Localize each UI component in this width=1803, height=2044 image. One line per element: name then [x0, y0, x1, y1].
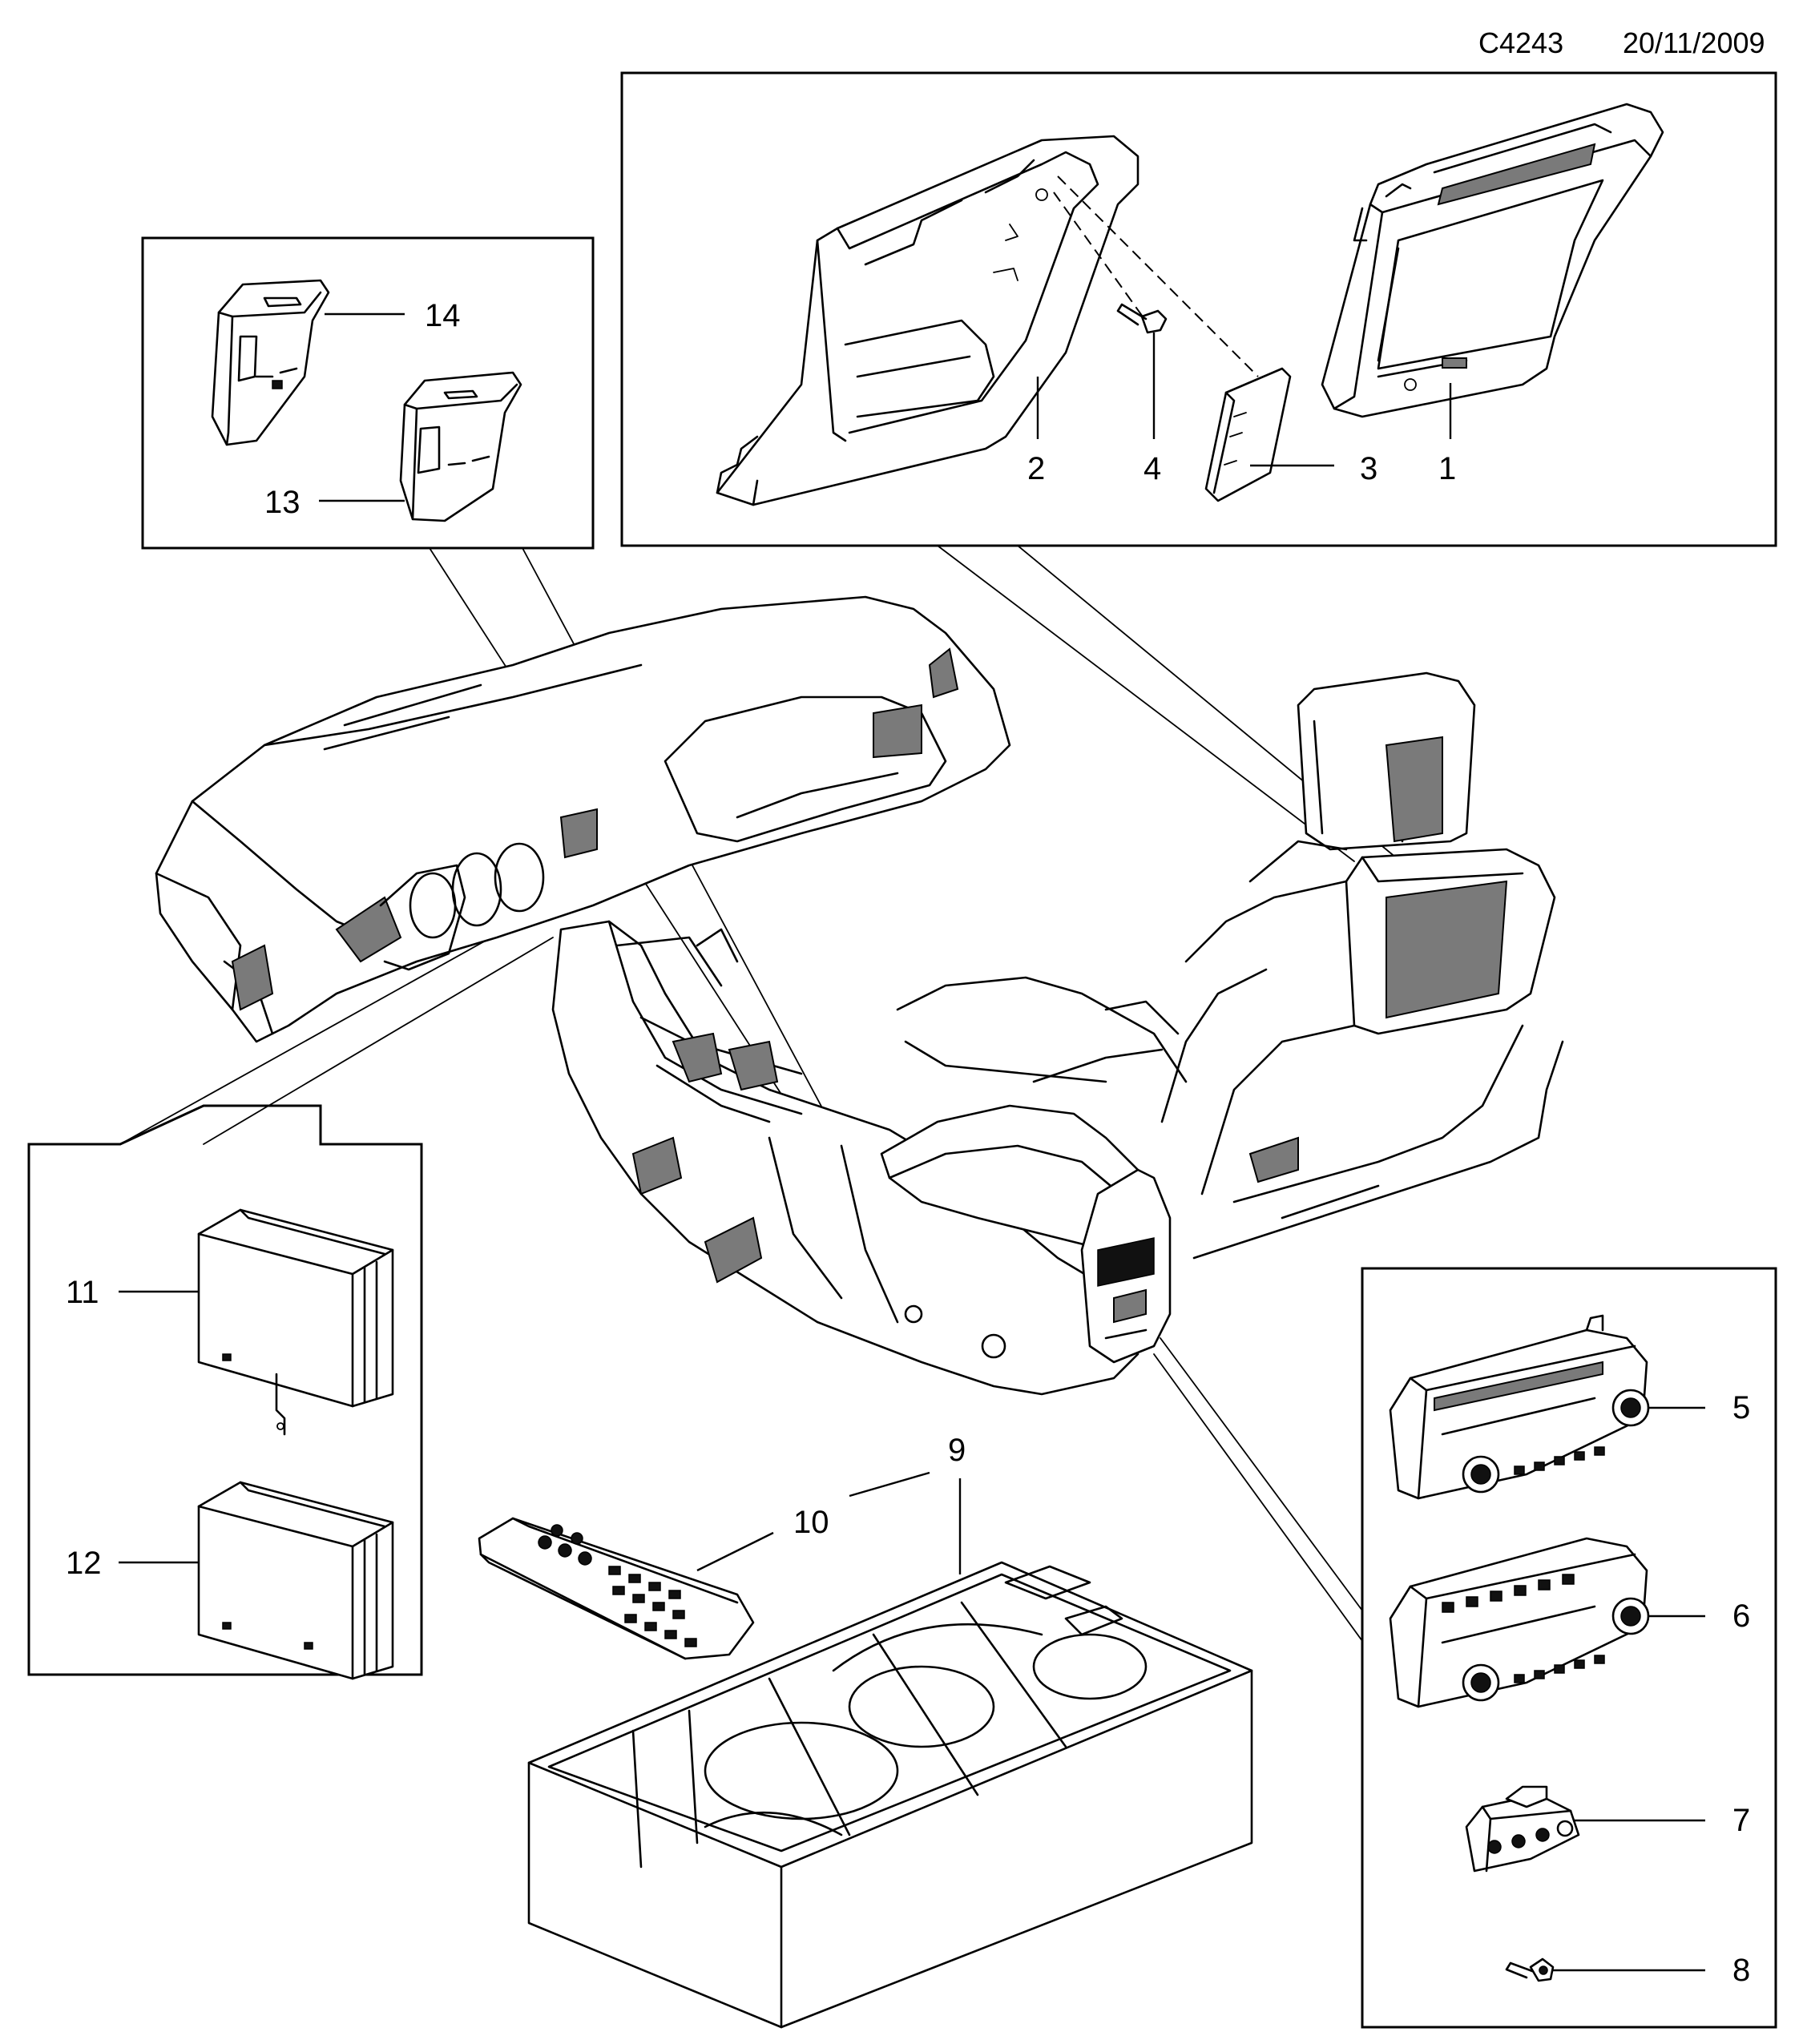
projection-line	[937, 545, 1355, 862]
callout-2: 2	[1027, 451, 1045, 486]
diagram-code: C4243	[1478, 26, 1563, 59]
assembly-dashed-line	[1053, 191, 1145, 320]
detail-frame-modules	[27, 1104, 423, 1676]
callout-14: 14	[425, 298, 461, 333]
callout-3: 3	[1360, 451, 1377, 486]
projection-line	[1153, 1353, 1363, 1642]
assembly-dashed-line	[1057, 175, 1259, 377]
part-3-cover	[1204, 367, 1292, 502]
callout-12: 12	[66, 1546, 102, 1581]
leader-line	[696, 1531, 774, 1572]
part-4-screw	[1116, 303, 1168, 334]
part-7-jack-switch	[1465, 1785, 1580, 1873]
part-8-screw	[1505, 1957, 1555, 1982]
part-1-headrest-screen	[1321, 103, 1664, 418]
detail-frame-headrest-screen	[620, 71, 1777, 547]
detail-frame-switches	[141, 236, 595, 550]
projection-line	[119, 925, 514, 1145]
part-13-usb-socket	[399, 371, 522, 522]
part-6-rear-control-panel	[1389, 1537, 1650, 1708]
part-9-headphone-kit-box	[527, 1561, 1253, 2029]
projection-line	[203, 937, 554, 1145]
callout-10: 10	[793, 1505, 829, 1540]
callout-13: 13	[264, 485, 300, 520]
part-11-control-module	[197, 1208, 394, 1436]
callout-1: 1	[1438, 451, 1456, 486]
callout-11: 11	[66, 1275, 99, 1310]
callout-7: 7	[1732, 1803, 1750, 1838]
callout-4: 4	[1144, 451, 1161, 486]
part-2-screen-housing	[716, 135, 1139, 506]
remote-buttons	[538, 1524, 697, 1647]
detail-frame-controls	[1361, 1267, 1777, 2029]
callout-8: 8	[1732, 1953, 1750, 1988]
part-14-usb-socket	[211, 279, 330, 446]
callout-5: 5	[1732, 1390, 1750, 1425]
part-5-rear-control-panel	[1389, 1314, 1650, 1500]
leader-line	[849, 1471, 930, 1498]
callout-9: 9	[948, 1433, 966, 1468]
vehicle-interior-assembly	[155, 595, 1564, 1396]
callout-6: 6	[1732, 1599, 1750, 1634]
part-10-remote-control	[478, 1517, 755, 1660]
part-12-control-module	[197, 1481, 394, 1680]
projection-line	[1160, 1337, 1363, 1611]
diagram-date: 20/11/2009	[1623, 26, 1765, 59]
